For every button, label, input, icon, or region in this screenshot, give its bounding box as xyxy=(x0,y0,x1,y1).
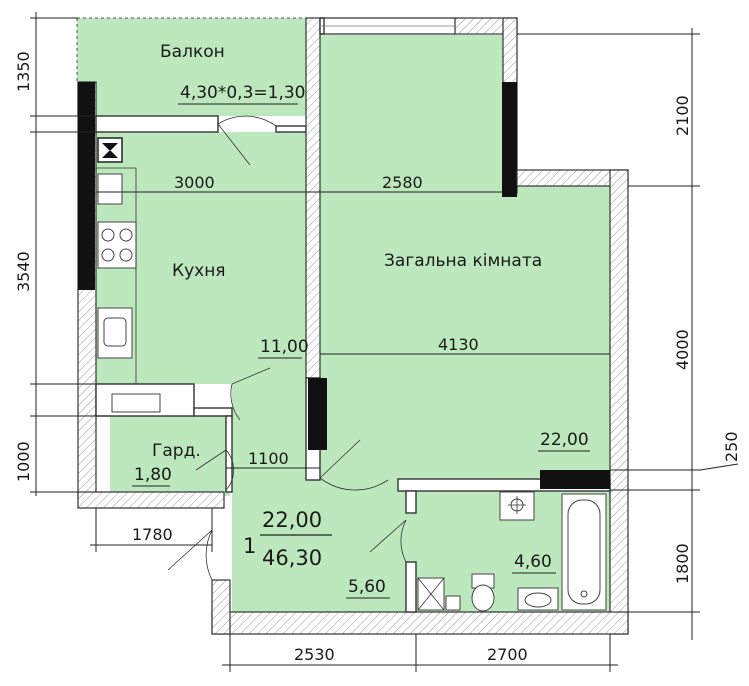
toilet-icon xyxy=(471,573,495,612)
dim-left-1350: 1350 xyxy=(14,51,33,92)
dim-bottom-2530: 2530 xyxy=(294,645,335,664)
counter-icon xyxy=(97,173,123,205)
stove-icon xyxy=(97,221,137,269)
washing-machine-icon xyxy=(417,577,461,611)
dim-right-2100: 2100 xyxy=(673,95,692,136)
bathroom-door-jamb xyxy=(405,490,417,514)
bathtub-icon xyxy=(561,493,607,611)
living-room-area: 22,00 xyxy=(540,430,589,450)
wardrobe-floor xyxy=(110,416,230,496)
living-room-name: Загальна кімната xyxy=(384,251,542,271)
sink-icon xyxy=(97,307,133,359)
living-room-floor xyxy=(320,185,610,479)
balcony-door-swing xyxy=(217,115,277,166)
living-door-swing xyxy=(319,439,389,491)
living-area-total: 22,00 xyxy=(262,508,322,532)
kitchen-area: 11,00 xyxy=(260,337,309,357)
doors xyxy=(167,115,407,581)
total-area: 46,30 xyxy=(262,546,322,570)
rooms-count: 1 xyxy=(243,534,256,558)
dim-right-250: 250 xyxy=(722,431,741,462)
dim-bottom-1780: 1780 xyxy=(132,525,173,544)
drain-icon xyxy=(499,491,535,521)
kitchen-name: Кухня xyxy=(172,261,226,281)
fixtures xyxy=(96,137,607,612)
center-column xyxy=(308,378,327,450)
dim-interior-2580: 2580 xyxy=(382,173,423,192)
room-fills xyxy=(77,18,610,612)
apartment-summary: 1 22,00 46,30 xyxy=(243,508,332,570)
dim-left-3540: 3540 xyxy=(14,251,33,292)
room-labels: Балкон 4,30*0,3=1,30 Кухня 11,00 Загальн… xyxy=(132,42,590,599)
walls xyxy=(76,17,629,635)
right-column-upper xyxy=(502,82,517,197)
bottom-exterior-wall xyxy=(211,611,629,635)
living-room-floor-top xyxy=(320,35,503,185)
wardrobe-bottom-wall xyxy=(77,491,225,509)
bathroom-door-swing xyxy=(369,519,407,563)
dim-left-1000: 1000 xyxy=(14,441,33,482)
balcony-floor xyxy=(77,18,306,116)
balcony-door-jamb xyxy=(275,125,307,133)
central-wall xyxy=(305,17,321,379)
wardrobe-shelf-icon xyxy=(111,393,161,413)
bathroom-column xyxy=(540,470,610,489)
interior-dimensions xyxy=(96,191,610,469)
right-exterior-wall xyxy=(609,169,629,635)
kitchen-door-swing xyxy=(230,367,271,421)
balcony-name: Балкон xyxy=(160,42,225,62)
entrance-door-swing xyxy=(167,529,213,581)
bathroom-area: 4,60 xyxy=(514,552,552,572)
dim-interior-3000: 3000 xyxy=(174,173,215,192)
dim-interior-1100: 1100 xyxy=(248,449,289,468)
wardrobe-area: 1,80 xyxy=(134,465,172,485)
dim-bottom-2700: 2700 xyxy=(487,645,528,664)
bottom-left-wall xyxy=(211,579,231,635)
washbasin-icon xyxy=(517,587,559,611)
wardrobe-name: Гард. xyxy=(152,441,201,461)
wardrobe-door-swing xyxy=(195,449,235,491)
dim-interior-4130: 4130 xyxy=(438,335,479,354)
ventilation-shaft-icon xyxy=(97,137,123,163)
balcony-kitchen-wall xyxy=(95,115,219,133)
balcony-area: 4,30*0,3=1,30 xyxy=(180,83,305,103)
hallway-area: 5,60 xyxy=(348,577,386,597)
dim-right-1800: 1800 xyxy=(673,543,692,584)
dimension-labels: 1350 3540 1000 2100 4000 250 1800 1780 2… xyxy=(14,51,741,664)
dim-right-4000: 4000 xyxy=(673,329,692,370)
hallway-floor-right xyxy=(320,479,416,612)
left-wall-column xyxy=(78,82,95,290)
exterior-dimensions xyxy=(30,12,739,672)
